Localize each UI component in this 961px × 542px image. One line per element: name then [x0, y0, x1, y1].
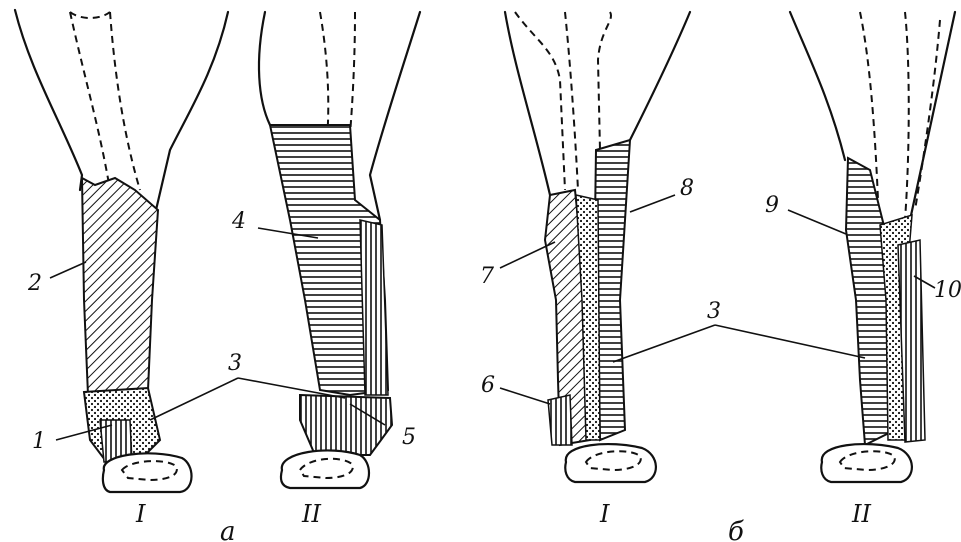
label-4: 4	[231, 209, 246, 234]
leg-label-a-II: II	[301, 500, 321, 528]
leader-lines	[50, 195, 935, 440]
label-10: 10	[934, 278, 961, 303]
panel-label-b: б	[728, 517, 744, 542]
leg-label-b-I: I	[599, 500, 610, 528]
label-1: 1	[32, 429, 46, 454]
panel-label-a: а	[220, 517, 236, 542]
leg-b-I	[505, 12, 690, 482]
label-6: 6	[481, 373, 495, 398]
leg-a-II	[259, 12, 420, 488]
label-7: 7	[480, 264, 494, 289]
leg-label-b-II: II	[851, 500, 871, 528]
label-5: 5	[402, 425, 416, 450]
leg-b-II	[790, 12, 955, 482]
label-9: 9	[765, 193, 779, 218]
leg-a-I	[15, 10, 228, 492]
label-3-panel-b: 3	[707, 299, 721, 324]
label-2: 2	[27, 271, 42, 296]
label-8: 8	[680, 176, 694, 201]
leg-label-a-I: I	[135, 500, 146, 528]
label-3-panel-a: 3	[228, 351, 242, 376]
